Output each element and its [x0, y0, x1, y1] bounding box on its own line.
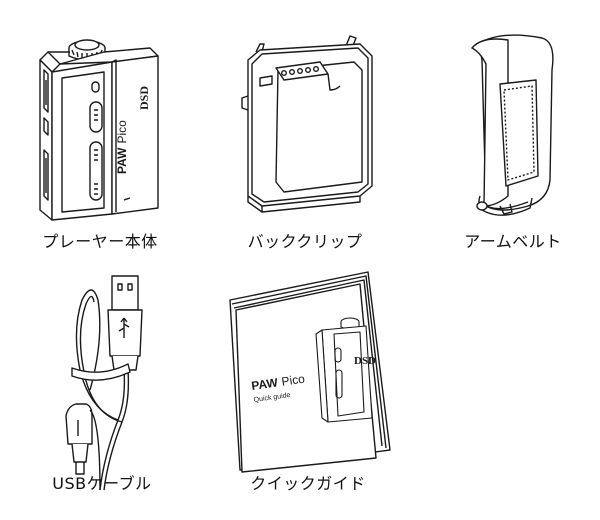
- item-arm-belt: アームベルト: [400, 0, 600, 260]
- label-arm-belt: アームベルト: [464, 232, 562, 251]
- back-clip-icon: [200, 0, 400, 260]
- arm-belt-icon: [400, 0, 600, 260]
- device-brand: PAWPico: [115, 120, 129, 174]
- label-usb-cable: USBケーブル: [52, 474, 152, 493]
- usb-cable-icon: [0, 260, 200, 520]
- item-player-body: PAWPico DSD プレーヤー本体: [0, 0, 200, 260]
- player-body-icon: PAWPico DSD: [0, 0, 200, 260]
- label-quick-guide: クイックガイド: [250, 474, 366, 493]
- device-dsd-badge: DSD: [137, 86, 151, 110]
- guide-dsd-badge: DSD: [354, 355, 376, 367]
- item-usb-cable: USBケーブル: [0, 260, 200, 520]
- label-back-clip: バッククリップ: [247, 232, 363, 251]
- item-back-clip: バッククリップ: [200, 0, 400, 260]
- label-player-body: プレーヤー本体: [42, 232, 158, 251]
